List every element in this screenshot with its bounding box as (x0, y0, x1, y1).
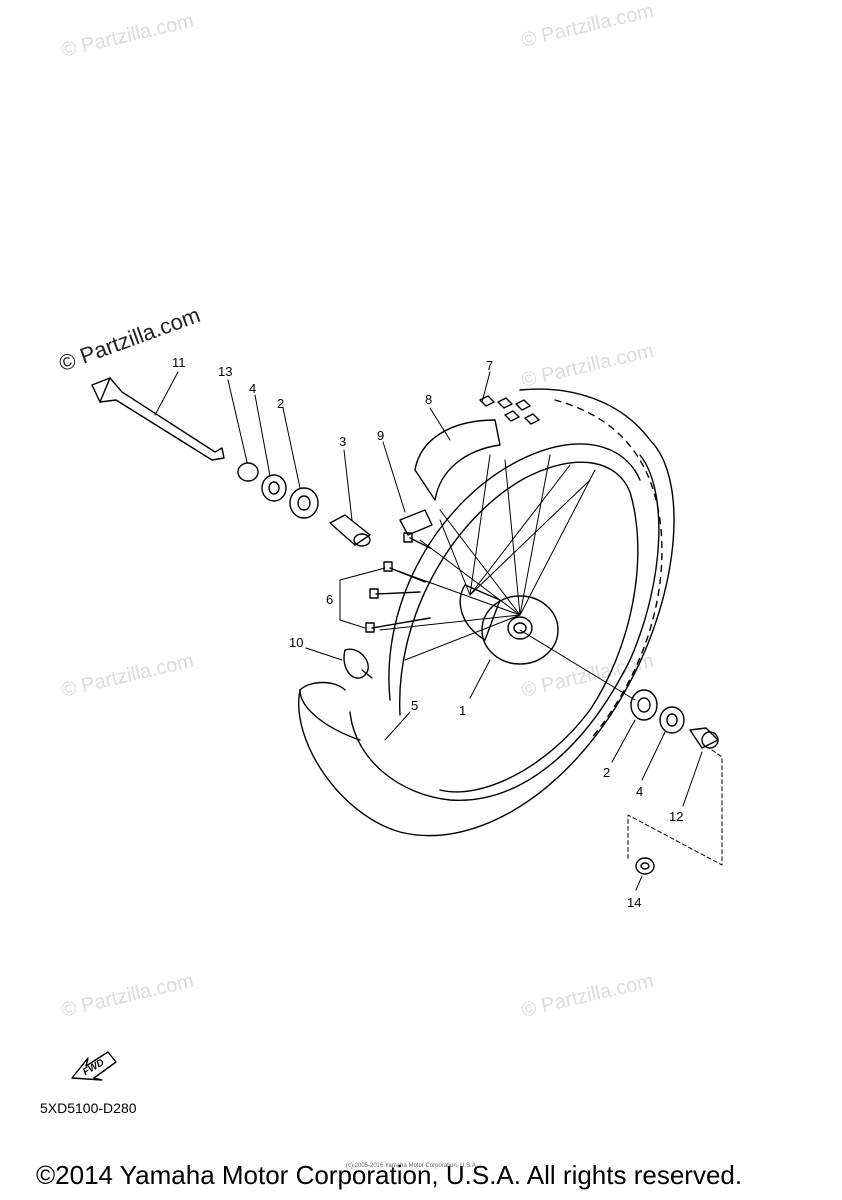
callout-8: 8 (425, 392, 432, 407)
callout-2: 2 (277, 396, 284, 411)
callout-5: 5 (411, 698, 418, 713)
callout-14: 14 (627, 895, 641, 910)
bearing-right (630, 689, 658, 721)
callout-9: 9 (377, 428, 384, 443)
valve (343, 648, 369, 679)
axle-nut (635, 857, 655, 875)
axle (91, 377, 225, 461)
bearing-left (289, 487, 319, 519)
hub-bore (513, 622, 527, 634)
callout-10: 10 (289, 635, 303, 650)
callout-13: 13 (218, 364, 232, 379)
callout-4: 4 (249, 381, 256, 396)
tiny-copyright: (c) 2005-2016 Yamaha Motor Corporation, … (346, 1163, 478, 1169)
leader-lines (154, 371, 703, 891)
fwd-label: FWD (81, 1057, 106, 1078)
callout-2: 2 (603, 765, 610, 780)
hub-center (507, 616, 533, 640)
tube-inner (299, 681, 346, 691)
footer-copyright: ©2014 Yamaha Motor Corporation, U.S.A. A… (36, 1160, 743, 1190)
tread-blocks (479, 395, 540, 425)
callout-1: 1 (459, 703, 466, 718)
callout-7: 7 (486, 358, 493, 373)
spoke-nipples (365, 532, 431, 633)
tire-side-dashed (554, 399, 663, 741)
axle-line-bracket (627, 749, 723, 866)
spokes (379, 454, 596, 661)
oil-seal-left (261, 474, 287, 502)
collar-13 (237, 462, 259, 482)
rim-band (414, 419, 501, 501)
diagram-code: 5XD5100-D280 (40, 1100, 137, 1116)
tube-outline (299, 689, 361, 741)
tire-outline (298, 388, 675, 837)
spacer (329, 514, 371, 546)
rim-outline-inner (399, 461, 639, 793)
fwd-arrow-icon (71, 1051, 117, 1081)
oil-seal-right (659, 706, 685, 734)
callout-12: 12 (669, 809, 683, 824)
callout-6: 6 (326, 592, 333, 607)
hub-flange (481, 595, 559, 665)
callout-11: 11 (172, 355, 186, 370)
callout-4: 4 (636, 784, 643, 799)
tire-inner-outline (349, 454, 660, 801)
callout-3: 3 (339, 434, 346, 449)
rim-outline (388, 443, 641, 701)
hub-body (459, 584, 501, 641)
rim-lock (399, 509, 433, 536)
callout-labels: 1 2 2 3 4 4 5 6 7 8 9 10 11 12 13 14 FWD (81, 355, 683, 1078)
